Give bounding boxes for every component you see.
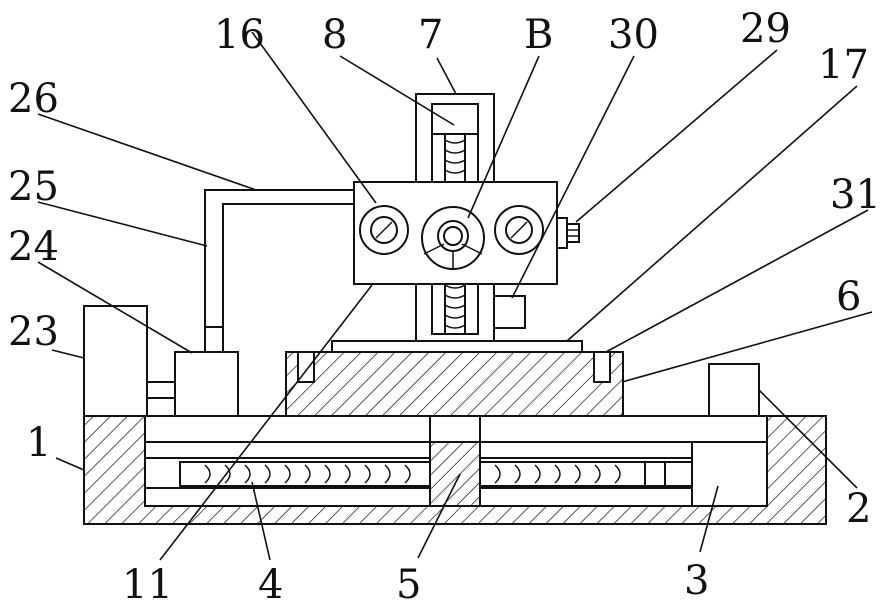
label-2: 2 [846,486,871,532]
slide-table [286,341,623,416]
label-6: 6 [836,274,861,320]
label-17: 17 [818,42,869,88]
label-3: 3 [684,558,709,604]
label-29: 29 [740,6,791,52]
label-26: 26 [8,76,59,122]
label-b: B [524,12,553,58]
tank-and-pump [84,306,238,416]
label-25: 25 [8,164,59,210]
label-4: 4 [258,562,283,608]
label-8: 8 [322,12,347,58]
label-16: 16 [214,12,265,58]
bolt [557,218,579,248]
label-5: 5 [396,562,421,608]
label-31: 31 [830,172,881,218]
label-11: 11 [122,562,173,608]
nut-block [430,416,480,506]
label-23: 23 [8,309,59,355]
label-7: 7 [418,12,443,58]
block-2 [709,364,759,416]
label-30: 30 [608,12,659,58]
motor [692,442,767,506]
label-24: 24 [8,224,59,270]
block-30 [494,296,525,328]
label-1: 1 [26,420,51,466]
